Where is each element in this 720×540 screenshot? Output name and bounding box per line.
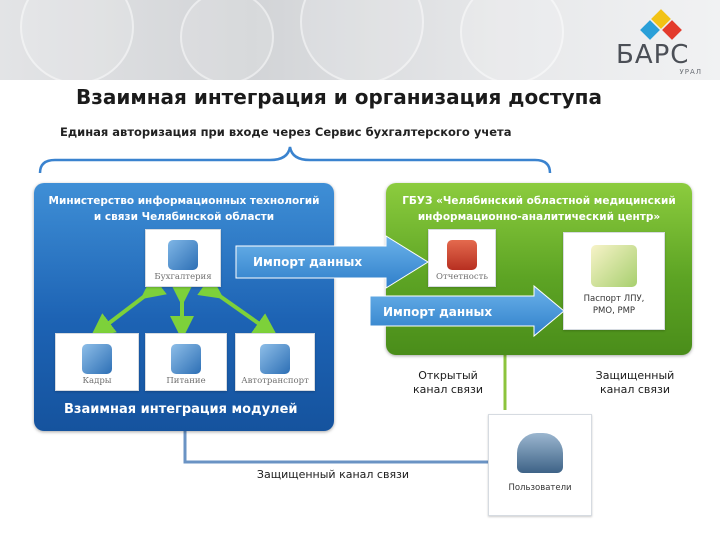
secure-channel-label: Защищенный канал связи <box>580 369 690 397</box>
decor-coin <box>300 0 424 84</box>
tile-otchetnost[interactable]: Отчетность <box>428 229 496 287</box>
logo-subtext: УРАЛ <box>679 68 702 76</box>
ministry-title-line1: Министерство информационных технологий <box>48 195 320 207</box>
tile-pitanie[interactable]: Питание <box>145 333 227 391</box>
page-subtitle: Единая авторизация при входе через Серви… <box>60 125 512 139</box>
users-icon <box>517 433 563 473</box>
tile-buhgalteriya-label: Бухгалтерия <box>154 272 212 282</box>
tile-otchetnost-label: Отчетность <box>436 272 488 282</box>
open-channel-line1: Открытый <box>418 369 478 382</box>
secure-channel-line <box>183 430 488 464</box>
ministry-title: Министерство информационных технологий и… <box>38 193 330 225</box>
gbuz-title: ГБУЗ «Челябинский областной медицинский … <box>392 193 686 225</box>
gbuz-title-line2: информационно-аналитический центр» <box>417 211 661 223</box>
accounting-icon <box>168 240 198 270</box>
tile-pasport[interactable]: Паспорт ЛПУ, РМО, РМР <box>563 232 665 330</box>
tile-avtotransport-label: Автотранспорт <box>241 376 309 386</box>
modules-integration-label: Взаимная интеграция модулей <box>64 402 298 417</box>
import-label-2: Импорт данных <box>383 305 493 319</box>
decor-coin <box>460 0 564 84</box>
passport-document-icon <box>591 245 637 287</box>
report-stack-icon <box>447 240 477 270</box>
ministry-title-line2: и связи Челябинской области <box>93 211 275 223</box>
bars-logo: БАРС УРАЛ <box>610 9 706 76</box>
secure-channel-bottom-label: Защищенный канал связи <box>256 468 410 481</box>
personnel-icon <box>82 344 112 374</box>
logo-text: БАРС <box>616 40 690 70</box>
tile-avtotransport[interactable]: Автотранспорт <box>235 333 315 391</box>
header-background: БАРС УРАЛ <box>0 0 720 84</box>
open-channel-label: Открытый канал связи <box>400 369 496 397</box>
ministry-panel: Министерство информационных технологий и… <box>34 183 334 431</box>
curly-brace <box>38 146 552 174</box>
open-channel-line2: канал связи <box>413 383 483 396</box>
import-label-1: Импорт данных <box>253 255 363 269</box>
secure-channel-line1: Защищенный <box>595 369 675 382</box>
tile-pasport-label: Паспорт ЛПУ, РМО, РМР <box>564 293 664 317</box>
tile-polzovateli[interactable]: Пользователи <box>488 414 592 516</box>
car-icon <box>260 344 290 374</box>
tile-pitanie-label: Питание <box>166 376 206 386</box>
decor-coin <box>20 0 134 84</box>
tile-buhgalteriya[interactable]: Бухгалтерия <box>145 229 221 287</box>
page-title: Взаимная интеграция и организация доступ… <box>76 85 602 109</box>
tile-kadry-label: Кадры <box>82 376 112 386</box>
tile-pasport-label-line2: РМО, РМР <box>592 306 636 316</box>
decor-coin <box>180 0 274 84</box>
tile-polzovateli-label: Пользователи <box>508 483 572 493</box>
food-icon <box>171 344 201 374</box>
secure-channel-line2: канал связи <box>600 383 670 396</box>
gbuz-title-line1: ГБУЗ «Челябинский областной медицинский <box>402 195 676 207</box>
tile-kadry[interactable]: Кадры <box>55 333 139 391</box>
tile-pasport-label-line1: Паспорт ЛПУ, <box>583 294 645 304</box>
